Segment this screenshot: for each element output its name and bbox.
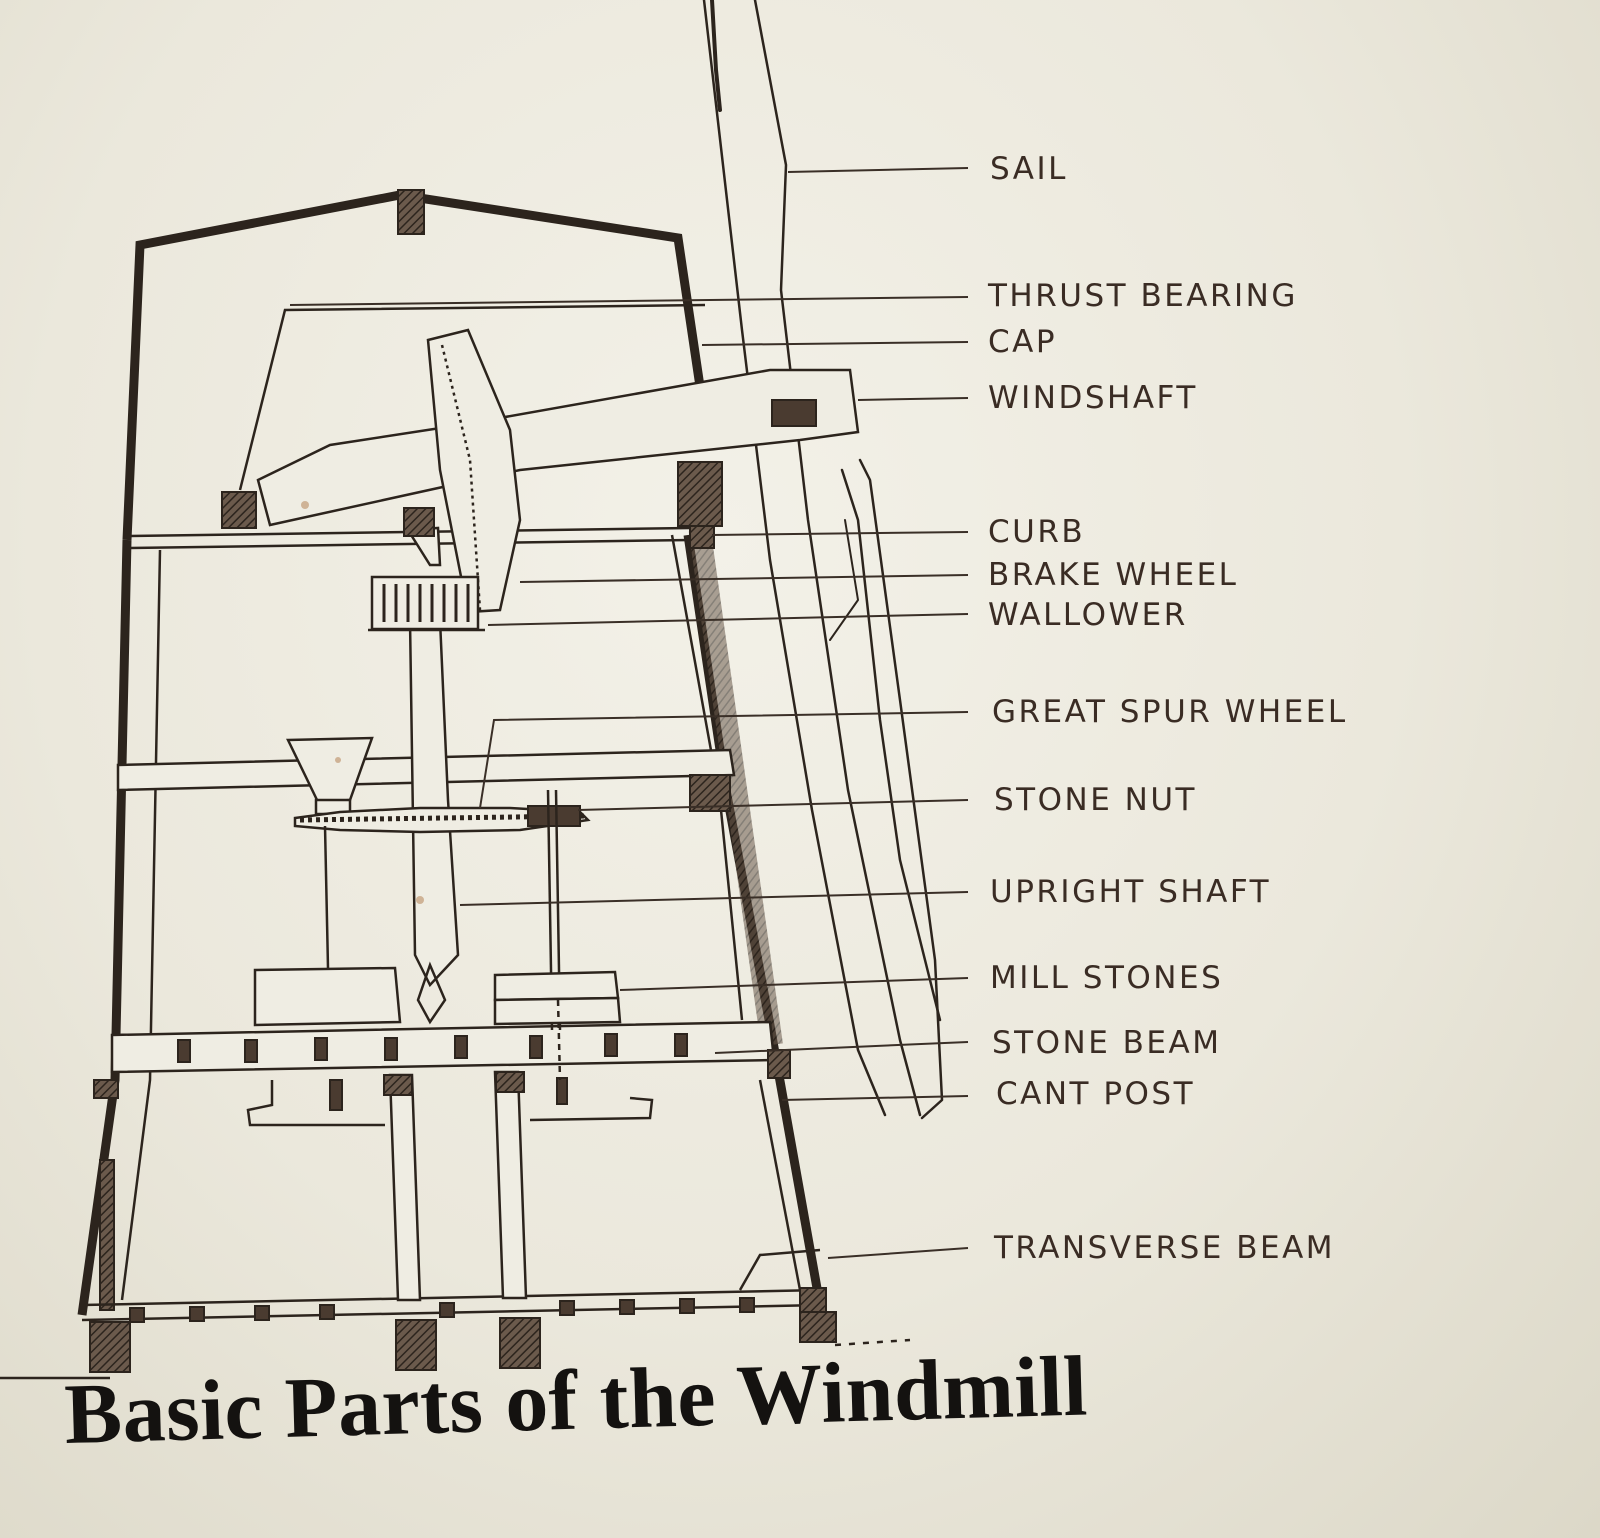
right-wall-hatch — [688, 528, 783, 1047]
label-thrust-bearing: THRUST BEARING — [987, 278, 1298, 314]
leader-lines — [289, 167, 969, 1259]
lower-wall-hatch — [99, 1159, 115, 1311]
stone-beam — [93, 1020, 791, 1099]
label-stone-beam: STONE BEAM — [992, 1025, 1221, 1061]
transverse-beam — [0, 1248, 911, 1380]
stone-beam-joists — [177, 1033, 688, 1063]
label-cap: CAP — [988, 324, 1057, 360]
hopper — [286, 736, 374, 816]
cap-ridge-block — [397, 189, 425, 235]
tail-bearing — [221, 491, 257, 529]
label-great-spur-wheel: GREAT SPUR WHEEL — [992, 694, 1348, 730]
label-curb: CURB — [988, 514, 1085, 550]
upright-shaft-top-bearing — [403, 507, 435, 537]
ground-floor-posts — [246, 1070, 802, 1302]
windshaft — [221, 368, 860, 529]
sail — [702, 0, 944, 1120]
mill-stones — [253, 966, 622, 1081]
label-wallower: WALLOWER — [988, 597, 1188, 633]
label-windshaft: WINDSHAFT — [988, 380, 1198, 416]
label-cant-post: CANT POST — [996, 1076, 1195, 1112]
label-mill-stones: MILL STONES — [990, 960, 1223, 996]
label-stone-nut: STONE NUT — [994, 782, 1197, 818]
part-labels: SAIL THRUST BEARING CAP WINDSHAFT CURB B… — [987, 151, 1348, 1266]
label-transverse-beam: TRANSVERSE BEAM — [993, 1230, 1335, 1266]
label-sail: SAIL — [990, 151, 1068, 187]
tower-body — [77, 528, 825, 1316]
left-post-block — [93, 1079, 119, 1099]
foundation-piers — [89, 1311, 837, 1373]
wallower — [368, 575, 485, 632]
label-upright-shaft: UPRIGHT SHAFT — [990, 874, 1271, 910]
upper-floor-block — [689, 774, 731, 812]
brake-wheel — [426, 328, 522, 614]
cap — [122, 189, 707, 541]
neck-bearing — [677, 461, 723, 527]
label-brake-wheel: BRAKE WHEEL — [988, 557, 1238, 593]
paper-stains — [301, 501, 424, 904]
cant-post-block — [767, 1049, 791, 1079]
sail-stock-socket — [771, 399, 817, 427]
